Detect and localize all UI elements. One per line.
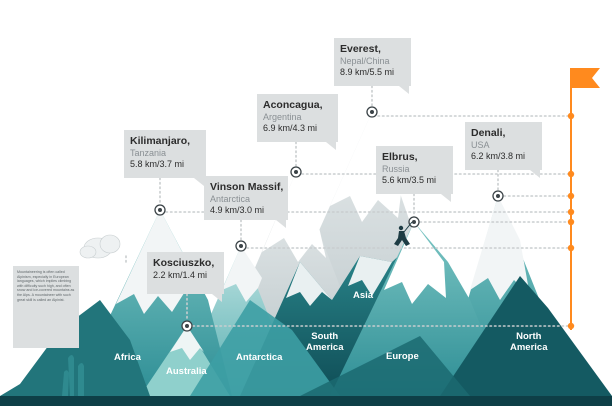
peak-height: 6.9 km/4.3 mi [263,123,318,133]
callout-kilimanjaro: Kilimanjaro, Tanzania 5.8 km/3.7 mi [124,130,206,186]
peak-name: Kosciuszko, [153,257,215,269]
elbrus-mountain [330,222,510,396]
target-marker-icon [408,216,420,228]
peak-name: Everest, [340,43,381,55]
peak-name: Vinson Massif, [210,181,284,193]
peak-country: Russia [382,164,410,174]
peak-name: Kilimanjaro, [130,135,191,147]
target-marker-icon [181,320,193,332]
peak-height: 2.2 km/1.4 mi [153,270,208,280]
callout-everest: Everest, Nepal/China 8.9 km/5.5 mi [334,38,411,94]
peak-markers [154,106,504,332]
ground [0,396,612,406]
target-marker-icon [235,240,247,252]
peak-name: Denali, [471,127,506,139]
callout-aconcagua: Aconcagua, Argentina 6.9 km/4.3 mi [257,94,338,150]
peak-height: 4.9 km/3.0 mi [210,205,265,215]
antarctica-foothill [190,300,340,396]
callout-kosciuszko: Kosciuszko, 2.2 km/1.4 mi [147,252,224,302]
target-marker-icon [366,106,378,118]
flag-height-dot [567,322,575,330]
peak-name: Aconcagua, [263,99,323,111]
peak-country: Nepal/China [340,56,390,66]
flag-height-dot [567,208,575,216]
flag-height-dot [567,112,575,120]
label-north-america-line2: America [510,342,548,353]
label-south-america-line1: South [311,331,339,342]
callout-elbrus: Elbrus, Russia 5.6 km/3.5 mi [376,146,453,202]
peak-height: 6.2 km/3.8 mi [471,151,526,161]
cloud-icon [79,234,121,259]
callout-vinson-massif: Vinson Massif, Antarctica 4.9 km/3.0 mi [204,176,288,228]
target-marker-icon [290,166,302,178]
front-dark-slope [300,336,470,396]
callout-denali: Denali, USA 6.2 km/3.8 mi [465,122,542,178]
peak-country: USA [471,140,490,150]
africa-foothill [0,300,150,396]
label-north-america-line1: North [516,331,542,342]
label-antarctica: Antarctica [236,352,283,363]
peak-country: Antarctica [210,194,251,204]
target-marker-icon [154,204,166,216]
label-europe: Europe [386,351,419,362]
flag-icon [570,68,600,330]
peak-height: 8.9 km/5.5 mi [340,67,395,77]
flag-height-markers [567,112,575,330]
label-south-america-line2: America [306,342,344,353]
info-text-box: Mountaineering is often called Alpinism,… [13,266,79,348]
north-america-slope [440,276,612,396]
plant-icon [62,355,84,396]
peak-country: Argentina [263,112,302,122]
label-asia: Asia [353,290,374,301]
climber-icon [394,221,413,246]
flag-height-dot [567,170,575,178]
flag-height-dot [567,192,575,200]
label-africa: Africa [114,352,141,363]
peak-height: 5.8 km/3.7 mi [130,159,185,169]
label-australia: Australia [166,366,207,377]
flag-height-dot [567,218,575,226]
target-marker-icon [492,190,504,202]
peak-name: Elbrus, [382,151,418,163]
label-north-america: North America [510,331,548,353]
label-south-america: South America [306,331,344,353]
peak-country: Tanzania [130,148,167,158]
peak-height: 5.6 km/3.5 mi [382,175,437,185]
flag-height-dot [567,244,575,252]
